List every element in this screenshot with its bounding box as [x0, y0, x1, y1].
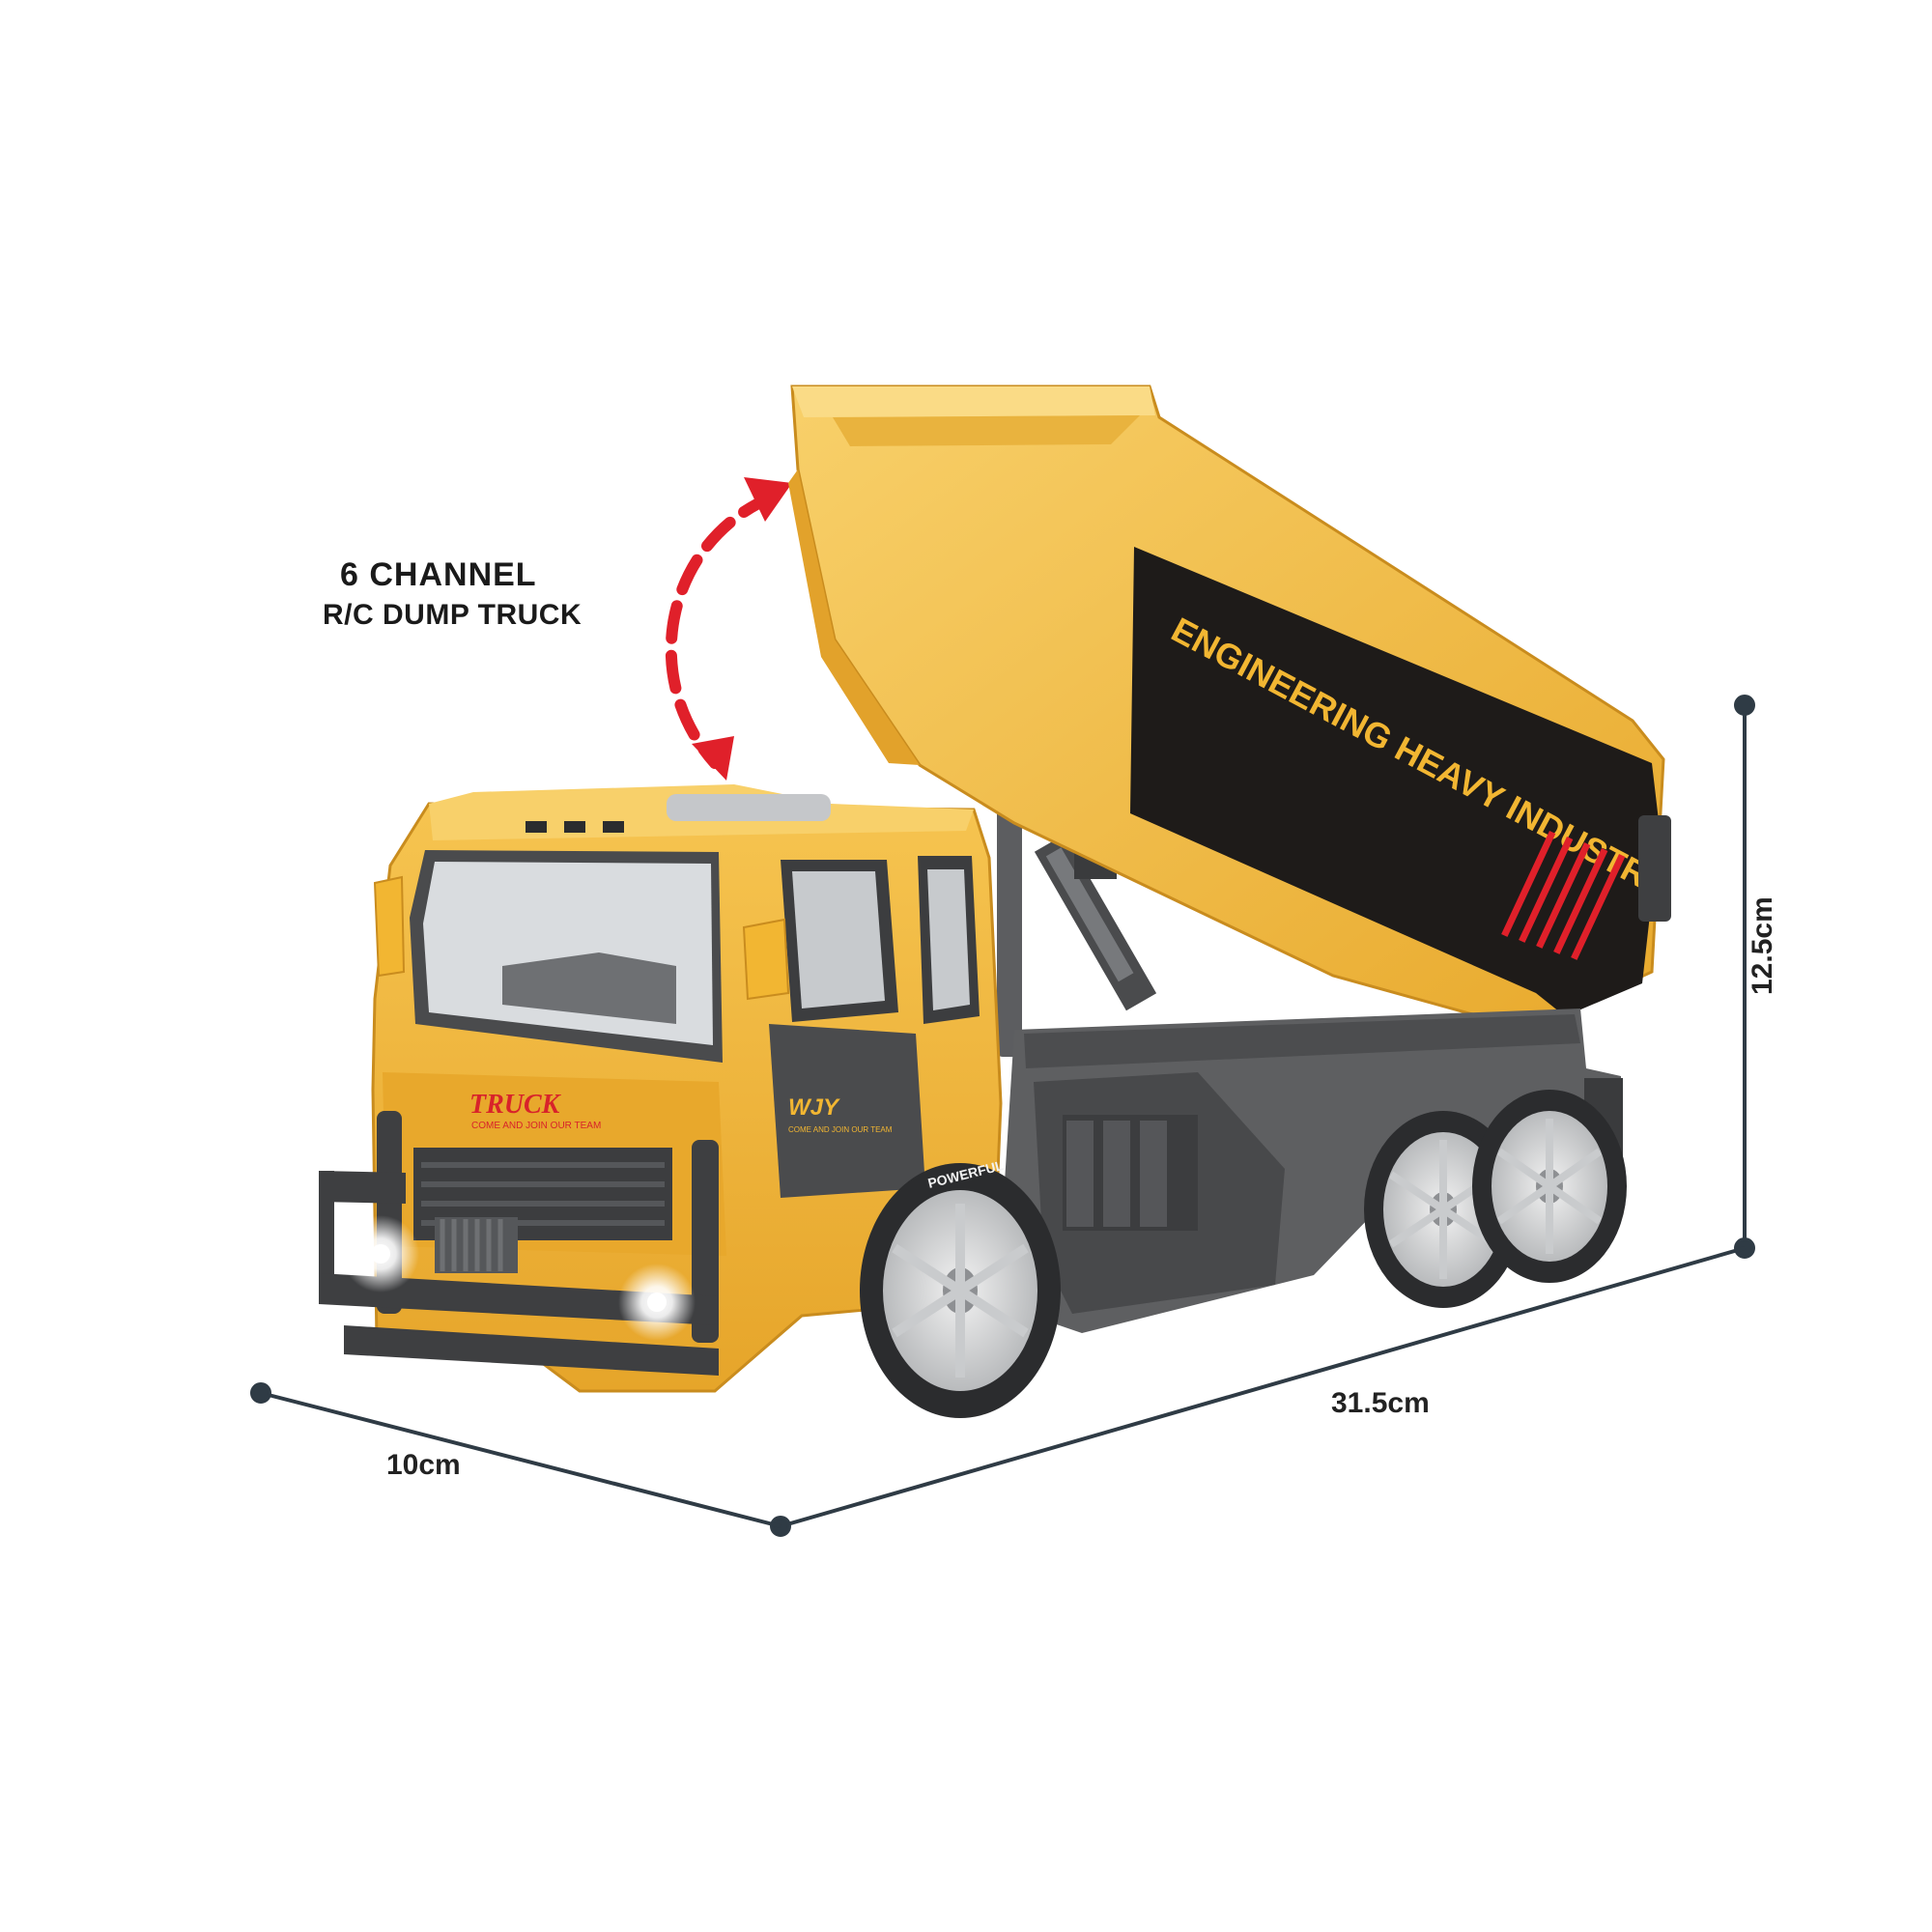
- headline-channel: 6 CHANNEL: [340, 556, 537, 593]
- headlight-left: [342, 1215, 419, 1293]
- rear-wheel-2: [1472, 1090, 1627, 1283]
- bumper-guard: [319, 1111, 719, 1376]
- dimension-height-label: 12.5cm: [1747, 896, 1778, 995]
- height-line-top-dot: [1734, 695, 1755, 716]
- stripe-red-bars: [1501, 831, 1626, 960]
- door-badge: WJY: [788, 1094, 840, 1121]
- width-line: [260, 1391, 781, 1528]
- width-line-end-dot: [250, 1382, 271, 1404]
- grille-badge: TRUCK: [469, 1090, 562, 1120]
- front-wheel: POWERFUL: [860, 1157, 1061, 1418]
- dimension-length-label: 31.5cm: [1331, 1387, 1430, 1419]
- cab: WJY COME AND JOIN OUR TEAM TRUCK COME AN…: [371, 784, 1003, 1393]
- dimension-lines: [250, 695, 1755, 1537]
- grille-tagline: COME AND JOIN OUR TEAM: [471, 1121, 601, 1131]
- door-tagline: COME AND JOIN OUR TEAM: [788, 1125, 893, 1134]
- length-line: [780, 1246, 1746, 1528]
- curved-double-arrow-icon: [665, 477, 792, 781]
- chassis: [997, 1009, 1623, 1333]
- headlight-right: [618, 1264, 696, 1341]
- headline-product: R/C DUMP TRUCK: [323, 599, 582, 631]
- dimension-width-label: 10cm: [386, 1449, 461, 1481]
